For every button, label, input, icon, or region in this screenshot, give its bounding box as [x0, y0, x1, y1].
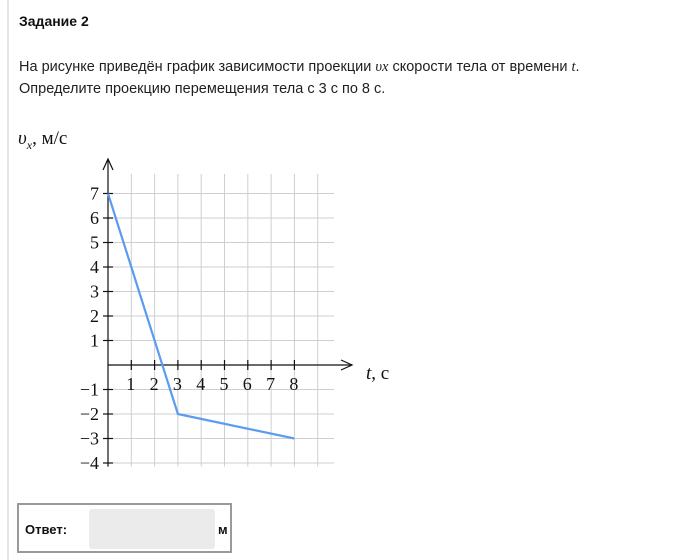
y-axis-arrow [102, 157, 114, 171]
x-tick-label: 2 [150, 374, 159, 394]
x-axis-label: t, с [366, 363, 389, 384]
y-tick-label: 6 [90, 208, 99, 228]
y-axis-unit: , м/с [32, 128, 67, 149]
graph-grid [108, 173, 335, 467]
answer-box: Ответ: м [17, 503, 232, 553]
y-tick-label: 3 [90, 282, 99, 302]
y-tick-label: −3 [80, 429, 99, 449]
y-axis-sub: x [26, 138, 33, 152]
task-line-1-part-c: . [575, 59, 580, 75]
time-symbol: t [571, 59, 576, 75]
velocity-line [106, 193, 295, 440]
answer-unit: м [218, 522, 228, 537]
x-tick-label: 8 [289, 374, 298, 394]
x-tick-label: 3 [173, 374, 182, 394]
x-tick-label: 4 [196, 374, 205, 394]
y-tick-label: 5 [90, 233, 99, 253]
graph-series [106, 193, 295, 440]
x-tick-label: 1 [126, 374, 135, 394]
answer-input[interactable] [89, 509, 215, 549]
x-axis-var: t [366, 363, 372, 384]
x-tick-label: 7 [266, 374, 275, 394]
task-line-1-part-a: На рисунке приведён график зависимости п… [19, 59, 376, 75]
left-rule [7, 0, 9, 560]
y-tick-label: −4 [80, 453, 99, 473]
y-axis-label: υx, м/с [18, 128, 67, 152]
x-tick-label: 5 [220, 374, 229, 394]
task-line-2: Определите проекцию перемещения тела с 3… [19, 81, 386, 97]
y-tick-label: 2 [90, 306, 99, 326]
y-tick-label: −2 [80, 404, 99, 424]
y-tick-label: 1 [90, 331, 99, 351]
task-line-1: На рисунке приведён график зависимости п… [19, 56, 669, 78]
velocity-symbol: υx [375, 59, 389, 75]
x-axis-arrow [340, 359, 354, 371]
task-line-1-part-b: скорости тела от времени [388, 59, 572, 75]
task-title: Задание 2 [19, 13, 89, 29]
x-axis-unit: , с [371, 363, 389, 384]
answer-label: Ответ: [25, 522, 68, 537]
y-tick-label: 4 [90, 257, 99, 277]
x-tick-label: 6 [243, 374, 252, 394]
y-tick-label: −1 [80, 380, 99, 400]
y-axis-var: υ [18, 128, 27, 149]
task-text: На рисунке приведён график зависимости п… [19, 56, 669, 100]
graph-ticks [103, 192, 295, 464]
graph-axes [102, 157, 354, 467]
y-tick-label: 7 [90, 184, 99, 204]
